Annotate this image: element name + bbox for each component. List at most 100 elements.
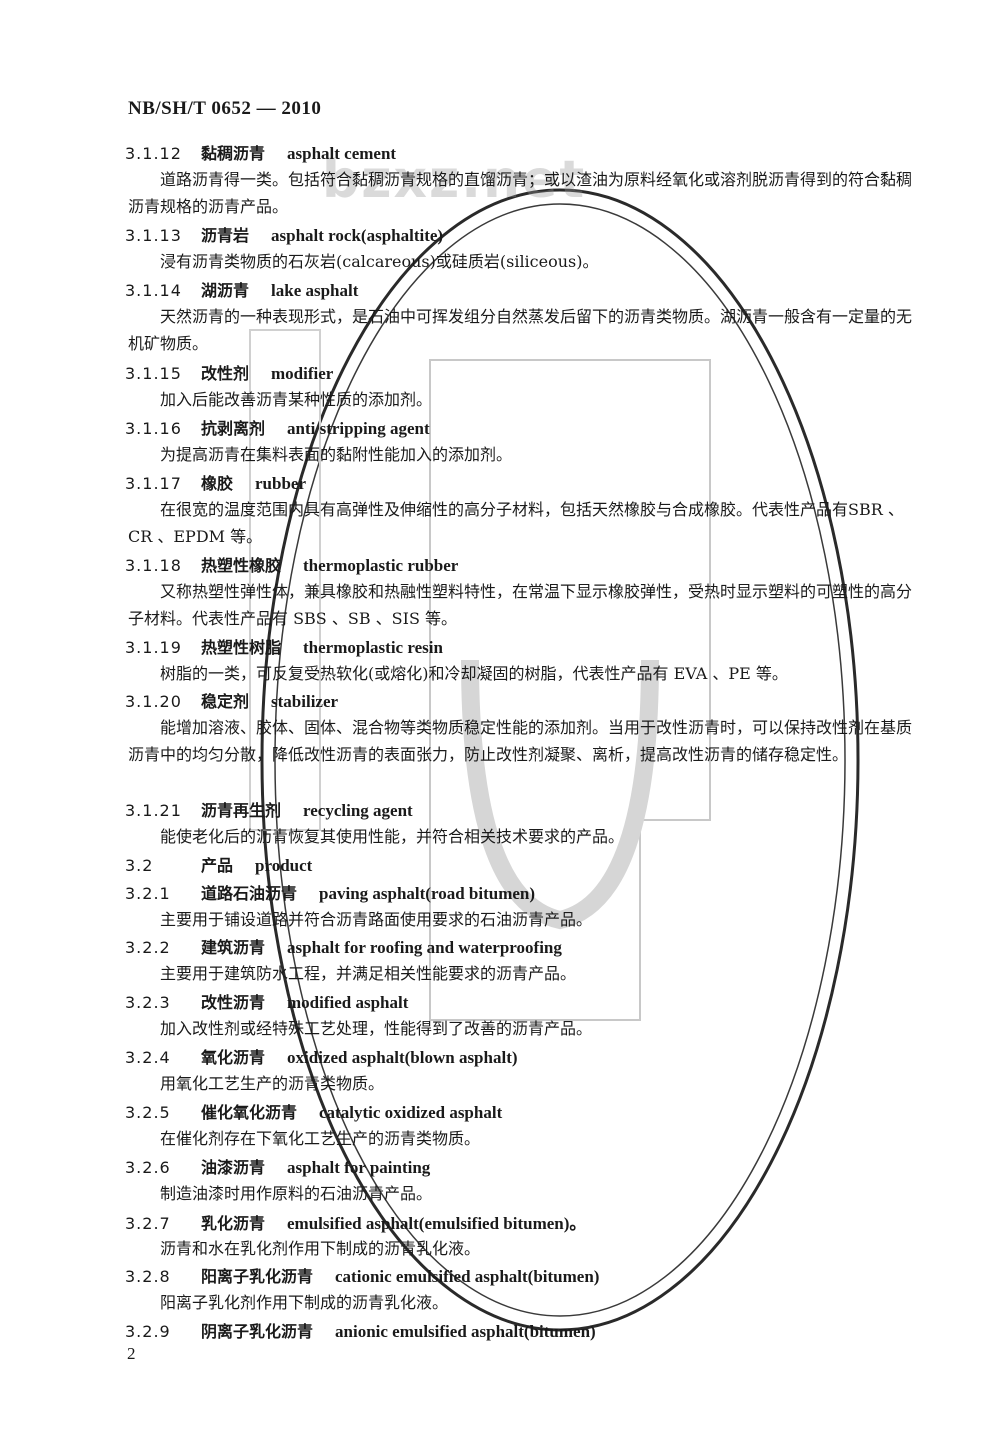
term-number: 3.1.12 — [125, 144, 182, 163]
term-english: emulsified asphalt(emulsified bitumen)。 — [287, 1214, 587, 1233]
term-number: 3.2.4 — [125, 1048, 171, 1067]
term-definition: 天然沥青的一种表现形式，是石油中可挥发组分自然蒸发后留下的沥青类物质。湖沥青一般… — [128, 307, 913, 353]
term-chinese: 橡胶 — [201, 474, 234, 493]
term-definition: 能增加溶液、胶体、固体、混合物等类物质稳定性能的添加剂。当用于改性沥青时，可以保… — [128, 718, 913, 764]
term-english: rubber — [255, 474, 307, 493]
term-number: 3.1.20 — [125, 692, 182, 711]
term-heading: 3.1.18 热塑性橡胶 thermoplastic rubber — [125, 552, 458, 576]
term-english: cationic emulsified asphalt(bitumen) — [335, 1267, 600, 1286]
term-definition: 用氧化工艺生产的沥青类物质。 — [160, 1074, 385, 1093]
term-chinese: 阴离子乳化沥青 — [201, 1322, 314, 1341]
term-heading: 3.1.14 湖沥青 lake asphalt — [125, 277, 358, 301]
term-english: paving asphalt(road bitumen) — [319, 884, 536, 903]
term-english: anti stripping agent — [287, 419, 430, 438]
term-heading: 3.2.4 氧化沥青 oxidized asphalt(blown asphalt) — [125, 1044, 518, 1068]
term-chinese: 改性剂 — [201, 364, 250, 383]
term-definition: 制造油漆时用作原料的石油沥青产品。 — [160, 1184, 433, 1203]
term-number: 3.1.15 — [125, 364, 182, 383]
term-definition: 阳离子乳化剂作用下制成的沥青乳化液。 — [160, 1293, 449, 1312]
term-definition: 加入后能改善沥青某种性质的添加剂。 — [160, 390, 433, 409]
term-number: 3.2.8 — [125, 1267, 171, 1286]
term-heading: 3.1.17 橡胶 rubber — [125, 470, 306, 494]
term-chinese: 阳离子乳化沥青 — [201, 1267, 314, 1286]
term-english: modified asphalt — [287, 993, 409, 1012]
term-chinese: 乳化沥青 — [201, 1214, 266, 1233]
term-heading: 3.1.19 热塑性树脂 thermoplastic resin — [125, 634, 443, 658]
term-chinese: 湖沥青 — [201, 281, 250, 300]
term-number: 3.2.6 — [125, 1158, 171, 1177]
term-definition: 又称热塑性弹性体，兼具橡胶和热融性塑料特性，在常温下显示橡胶弹性，受热时显示塑料… — [128, 582, 913, 628]
term-number: 3.1.14 — [125, 281, 182, 300]
watermark-text: bzxz.net — [322, 150, 587, 210]
term-heading: 3.1.13 沥青岩 asphalt rock(asphaltite) — [125, 222, 443, 246]
term-number: 3.2.3 — [125, 993, 171, 1012]
term-heading: 3.2.7 乳化沥青 emulsified asphalt(emulsified b… — [125, 1209, 586, 1234]
term-heading: 3.2.9 阴离子乳化沥青 anionic emulsified asphalt(b… — [125, 1318, 596, 1342]
term-definition: 在催化剂存在下氧化工艺生产的沥青类物质。 — [160, 1129, 481, 1148]
term-number: 3.1.21 — [125, 801, 182, 820]
term-chinese: 改性沥青 — [201, 993, 266, 1012]
term-english: recycling agent — [303, 801, 413, 820]
term-chinese: 黏稠沥青 — [201, 144, 266, 163]
term-heading: 3.2 产品 product — [125, 852, 312, 876]
term-english: thermoplastic rubber — [303, 556, 459, 575]
term-heading: 3.2.3 改性沥青 modified asphalt — [125, 989, 408, 1013]
term-heading: 3.2.8 阳离子乳化沥青 cationic emulsified asphalt(… — [125, 1263, 599, 1287]
term-chinese: 氧化沥青 — [201, 1048, 266, 1067]
term-english: oxidized asphalt(blown asphalt) — [287, 1048, 518, 1067]
term-chinese: 建筑沥青 — [201, 938, 266, 957]
term-english: asphalt rock(asphaltite) — [271, 226, 444, 245]
term-heading: 3.2.2 建筑沥青 asphalt for roofing and waterpr… — [125, 934, 562, 958]
term-definition: 主要用于铺设道路并符合沥青路面使用要求的石油沥青产品。 — [160, 910, 593, 929]
page-number: 2 — [127, 1344, 136, 1363]
term-english: catalytic oxidized asphalt — [319, 1103, 503, 1122]
term-chinese: 稳定剂 — [201, 692, 250, 711]
term-definition: 加入改性剂或经特殊工艺处理，性能得到了改善的沥青产品。 — [160, 1019, 593, 1038]
term-number: 3.2.7 — [125, 1214, 171, 1233]
term-english: lake asphalt — [271, 281, 359, 300]
term-chinese: 热塑性树脂 — [201, 638, 282, 657]
term-number: 3.2.2 — [125, 938, 171, 957]
term-heading: 3.1.16 抗剥离剂 anti stripping agent — [125, 415, 430, 439]
term-heading: 3.1.21 沥青再生剂 recycling agent — [125, 797, 413, 821]
term-english: product — [255, 856, 313, 875]
term-number: 3.2.1 — [125, 884, 171, 903]
term-number: 3.1.13 — [125, 226, 182, 245]
term-number: 3.2.5 — [125, 1103, 171, 1122]
term-english: thermoplastic resin — [303, 638, 443, 657]
term-definition: 能使老化后的沥青恢复其使用性能，并符合相关技术要求的产品。 — [160, 827, 625, 846]
term-number: 3.1.16 — [125, 419, 182, 438]
term-english: anionic emulsified asphalt(bitumen) — [335, 1322, 596, 1341]
term-number: 3.2.9 — [125, 1322, 171, 1341]
term-heading: 3.1.12 黏稠沥青 asphalt cement — [125, 140, 396, 164]
term-number: 3.1.18 — [125, 556, 182, 575]
term-chinese: 道路石油沥青 — [201, 884, 298, 903]
term-heading: 3.2.6 油漆沥青 asphalt for painting — [125, 1154, 430, 1178]
term-english: asphalt for roofing and waterproofing — [287, 938, 562, 957]
term-definition: 为提高沥青在集料表面的黏附性能加入的添加剂。 — [160, 445, 513, 464]
term-number: 3.1.19 — [125, 638, 182, 657]
term-definition: 在很宽的温度范围内具有高弹性及伸缩性的高分子材料，包括天然橡胶与合成橡胶。代表性… — [128, 500, 904, 546]
term-number: 3.2 — [125, 856, 154, 875]
document-header: NB/SH/T 0652 — 2010 — [128, 98, 322, 119]
term-heading: 3.1.15 改性剂 modifier — [125, 360, 333, 384]
term-chinese: 抗剥离剂 — [201, 419, 266, 438]
term-english: modifier — [271, 364, 334, 383]
term-definition: 沥青和水在乳化剂作用下制成的沥青乳化液。 — [160, 1239, 481, 1258]
term-chinese: 油漆沥青 — [201, 1158, 266, 1177]
term-chinese: 沥青岩 — [201, 226, 250, 245]
term-english: stabilizer — [271, 692, 339, 711]
term-english: asphalt for painting — [287, 1158, 431, 1177]
term-definition: 浸有沥青类物质的石灰岩(calcareous)或硅质岩(siliceous)。 — [160, 252, 599, 271]
term-chinese: 热塑性橡胶 — [201, 556, 282, 575]
term-chinese: 产品 — [201, 856, 234, 875]
term-chinese: 沥青再生剂 — [201, 801, 282, 820]
term-heading: 3.1.20 稳定剂 stabilizer — [125, 688, 338, 712]
term-number: 3.1.17 — [125, 474, 182, 493]
term-heading: 3.2.1 道路石油沥青 paving asphalt(road bitumen) — [125, 880, 535, 904]
term-definition: 道路沥青得一类。包括符合黏稠沥青规格的直馏沥青；或以渣油为原料经氧化或溶剂脱沥青… — [128, 170, 913, 216]
term-english: asphalt cement — [287, 144, 397, 163]
